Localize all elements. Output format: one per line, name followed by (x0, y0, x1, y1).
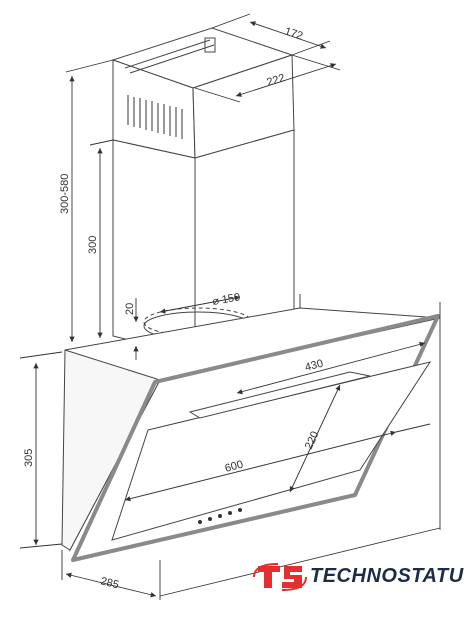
dim-body-depth: 285 (99, 575, 120, 591)
dim-duct-diameter: ⌀ 150 (211, 291, 241, 308)
control-buttons (198, 508, 242, 524)
dim-chimney-depth: 172 (283, 25, 304, 42)
brand-name: TECHNOSTATUS (310, 565, 464, 587)
dim-top-width: 430 (304, 358, 325, 374)
dim-total-height: 300-580 (59, 174, 71, 214)
dim-glass-width: 600 (224, 459, 245, 475)
chimney-vents (127, 95, 183, 139)
dim-offset: 20 (124, 303, 136, 315)
dim-body-height: 305 (23, 449, 35, 467)
dim-chimney-height: 300 (87, 236, 99, 254)
dim-chimney-width: 222 (265, 72, 286, 89)
dimension-lines (19, 13, 441, 600)
technostatus-logo-icon (253, 563, 307, 591)
